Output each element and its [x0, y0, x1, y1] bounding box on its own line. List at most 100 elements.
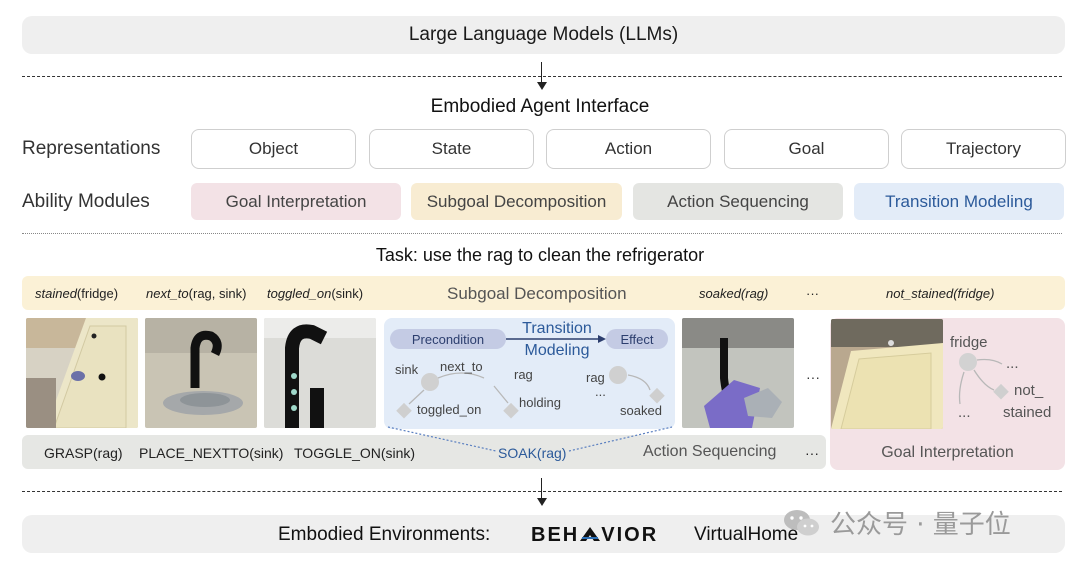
representations-label: Representations	[22, 138, 161, 159]
action-strip-label: Action Sequencing	[643, 443, 777, 460]
llm-bar: Large Language Models (LLMs)	[22, 16, 1065, 54]
action-grasp: GRASP(rag)	[44, 445, 123, 461]
subgoal-item-not-stained: not_stained(fridge)	[886, 286, 995, 301]
subgoal-args-next-to: (rag, sink)	[188, 286, 247, 301]
node-soaked-label: soaked	[620, 403, 662, 418]
edge-soaked	[627, 374, 651, 391]
soak-connector-right	[568, 426, 673, 452]
goal-dots-1: ...	[1006, 355, 1019, 372]
clean-fridge-illustration	[831, 319, 943, 429]
watermark: 公众号 · 量子位	[782, 504, 1011, 541]
wechat-icon	[784, 509, 819, 535]
subgoal-strip-title: Subgoal Decomposition	[447, 284, 627, 303]
node-toggled-on-label: toggled_on	[417, 402, 482, 417]
module-transition-modeling: Transition Modeling	[854, 183, 1064, 220]
action-ellipsis: ···	[805, 445, 819, 461]
rep-action-label: Action	[604, 139, 653, 158]
rep-trajectory-label: Trajectory	[946, 139, 1021, 158]
subgoal-item-stained: stained(fridge)	[35, 286, 118, 301]
stained-fridge-illustration	[26, 318, 138, 428]
goal-edge-2	[973, 369, 995, 391]
transition-title-line1: Transition	[522, 320, 592, 337]
scene-image-clean-fridge	[831, 319, 943, 429]
dashed-divider-bottom	[22, 491, 1062, 492]
subgoal-args-stained: (fridge)	[76, 286, 119, 301]
module-transition-modeling-label: Transition Modeling	[885, 191, 1033, 211]
task-title: Task: use the rag to clean the refrigera…	[375, 245, 705, 265]
subgoal-args-toggled-on: (sink)	[331, 286, 364, 301]
edge-toggled	[408, 389, 425, 405]
virtualhome-label: VirtualHome	[694, 524, 799, 545]
ability-modules-label: Ability Modules	[22, 191, 150, 212]
rep-state: State	[369, 129, 534, 169]
sink-illustration	[145, 318, 257, 428]
node-diamond-2	[503, 402, 519, 419]
subgoal-pred-stained: stained	[35, 286, 77, 301]
goal-node-diamond	[993, 383, 1009, 400]
effect-pill: Effect	[606, 329, 668, 349]
environments-bar	[22, 515, 1065, 553]
subgoal-item-soaked: soaked(rag)	[699, 286, 769, 301]
behavior-logo-head: BEH	[531, 524, 580, 546]
scene-image-faucet-on	[264, 318, 376, 428]
transition-graph	[396, 335, 665, 419]
transition-title-line2: Modeling	[524, 342, 590, 359]
subgoal-strip	[22, 276, 1065, 310]
subgoal-pred-next-to: next_to	[146, 286, 189, 301]
goal-interpretation-panel-label: Goal Interpretation	[881, 444, 1014, 461]
goal-dots-2: ...	[958, 404, 971, 421]
arrow-down-llm	[541, 62, 542, 84]
module-action-sequencing: Action Sequencing	[633, 183, 843, 220]
rep-object: Object	[191, 129, 356, 169]
rep-goal-label: Goal	[788, 139, 825, 158]
rep-goal: Goal	[724, 129, 889, 169]
node-diamond-3	[649, 387, 665, 404]
node-next-to-label: next_to	[440, 359, 483, 374]
node-diamond-1	[396, 402, 412, 419]
goal-edge-3	[958, 371, 965, 405]
environments-label: Embodied Environments:	[278, 524, 491, 545]
subgoal-item-next-to: next_to(rag, sink)	[146, 286, 246, 301]
subgoal-ellipsis: ···	[806, 286, 819, 301]
action-toggle-on: TOGGLE_ON(sink)	[294, 445, 416, 461]
interface-title: Embodied Agent Interface	[430, 96, 650, 117]
node-rag-label: rag	[514, 367, 533, 382]
watermark-text: 公众号 · 量子位	[830, 510, 1011, 540]
rep-trajectory: Trajectory	[901, 129, 1066, 169]
rep-state-label: State	[431, 139, 472, 158]
scene-image-sink	[145, 318, 257, 428]
scene-image-stained-fridge	[26, 318, 138, 428]
node-sink-label: sink	[395, 362, 419, 377]
faucet-illustration	[264, 318, 376, 428]
behavior-logo-tail: VIOR	[601, 524, 659, 546]
soak-connector	[387, 426, 673, 452]
rep-action: Action	[546, 129, 711, 169]
action-strip	[22, 435, 826, 469]
dotted-separator	[22, 233, 1062, 234]
goal-fridge-label: fridge	[950, 334, 988, 351]
goal-not-label-2: stained	[1003, 404, 1052, 421]
subgoal-pred-toggled-on: toggled_on	[267, 286, 332, 301]
edge-next-to	[437, 372, 485, 379]
action-place-nextto: PLACE_NEXTTO(sink)	[139, 445, 284, 461]
node-circle-2	[609, 366, 627, 384]
scene-image-soaked-rag	[682, 318, 794, 428]
node-holding-label: holding	[519, 395, 561, 410]
node-rag2-label: rag	[586, 370, 605, 385]
soak-connector-left	[387, 426, 497, 452]
module-goal-interpretation-label: Goal Interpretation	[225, 191, 367, 211]
behavior-logo: BEH VIOR	[531, 524, 658, 547]
module-action-sequencing-label: Action Sequencing	[667, 191, 809, 211]
arrow-head-env	[537, 498, 547, 506]
behavior-a-icon	[580, 527, 601, 541]
goal-graph	[958, 353, 1009, 405]
dashed-divider-top	[22, 76, 1062, 77]
node-dots-label: ...	[595, 384, 606, 399]
arrow-head-llm	[537, 82, 547, 90]
action-soak: SOAK(rag)	[498, 445, 567, 461]
node-circle-1	[421, 373, 439, 391]
effect-label: Effect	[620, 331, 654, 347]
llm-title: Large Language Models (LLMs)	[408, 24, 679, 45]
arrow-down-env	[541, 478, 542, 500]
precondition-pill: Precondition	[390, 329, 506, 349]
